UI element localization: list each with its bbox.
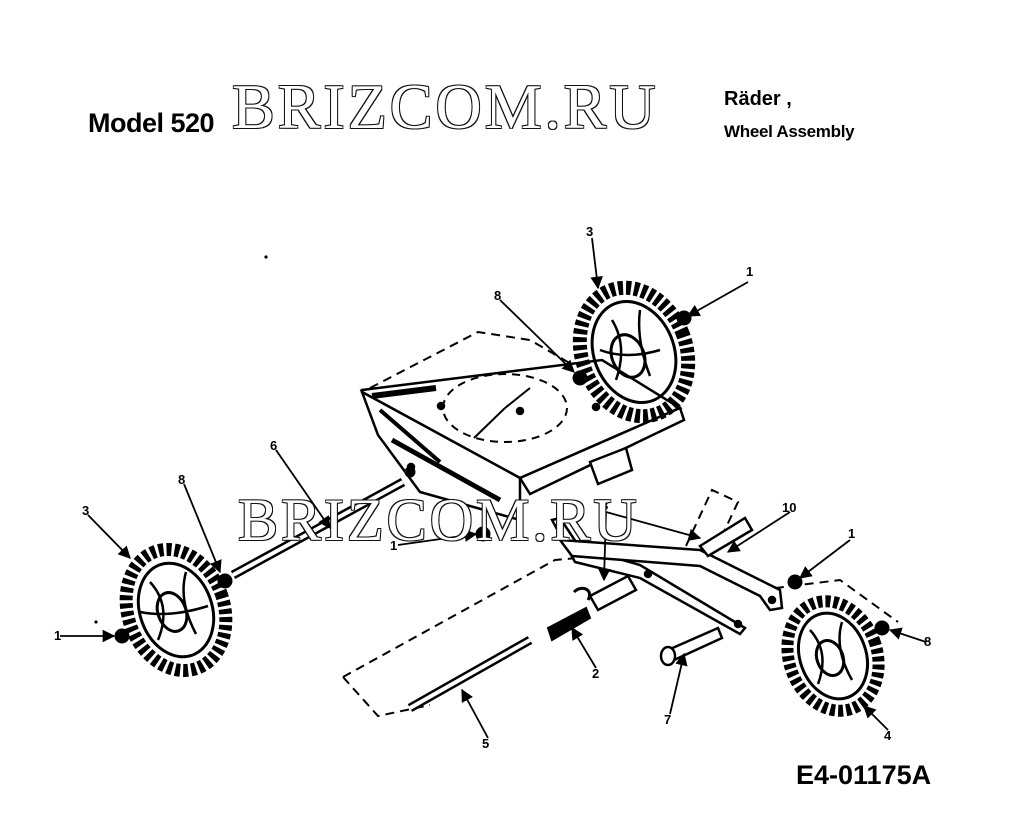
front-axle-rod [407, 636, 533, 712]
callout-5: 5 [482, 736, 489, 751]
title-english: Wheel Assembly [724, 122, 855, 141]
phantom-outlines [342, 330, 899, 718]
callout-1-left: 1 [54, 628, 61, 643]
roller-pin [588, 574, 638, 612]
callout-numbers: 1 3 8 1 6 8 3 1 8 10 1 2 7 8 5 4 [54, 224, 931, 751]
rear-wheel-left [119, 542, 233, 678]
callout-8-top: 8 [494, 288, 501, 303]
stray-dot [264, 255, 268, 259]
stray-dot-left [94, 620, 98, 624]
leader-lines [60, 237, 927, 739]
callout-1-middle: 1 [390, 538, 397, 553]
callout-10: 10 [782, 500, 796, 515]
callout-8-right: 8 [924, 634, 931, 649]
callout-1-right: 1 [848, 526, 855, 541]
callout-3-top: 3 [586, 224, 593, 239]
rear-axle-rod [230, 478, 406, 579]
height-adjust-lever [550, 516, 784, 636]
spring-part [546, 586, 592, 642]
callout-8-left: 8 [178, 472, 185, 487]
watermark-top: BRIZCOM.RU [232, 71, 659, 142]
callout-4: 4 [884, 728, 892, 743]
callout-3-left: 3 [82, 503, 89, 518]
mower-deck-frame [359, 358, 686, 522]
callout-8-lever: 8 [601, 498, 608, 513]
watermark-center: BRIZCOM.RU [238, 487, 640, 553]
rear-wheel-right [572, 280, 696, 424]
drawing-code: E4-01175A [796, 760, 932, 790]
callout-7: 7 [664, 712, 671, 727]
callout-1-top: 1 [746, 264, 753, 279]
model-title: Model 520 [88, 108, 215, 138]
title-german: Räder , [724, 88, 792, 110]
callout-6: 6 [270, 438, 277, 453]
front-wheel [781, 595, 885, 717]
carriage-bolt [659, 626, 724, 667]
callout-2: 2 [592, 666, 599, 681]
